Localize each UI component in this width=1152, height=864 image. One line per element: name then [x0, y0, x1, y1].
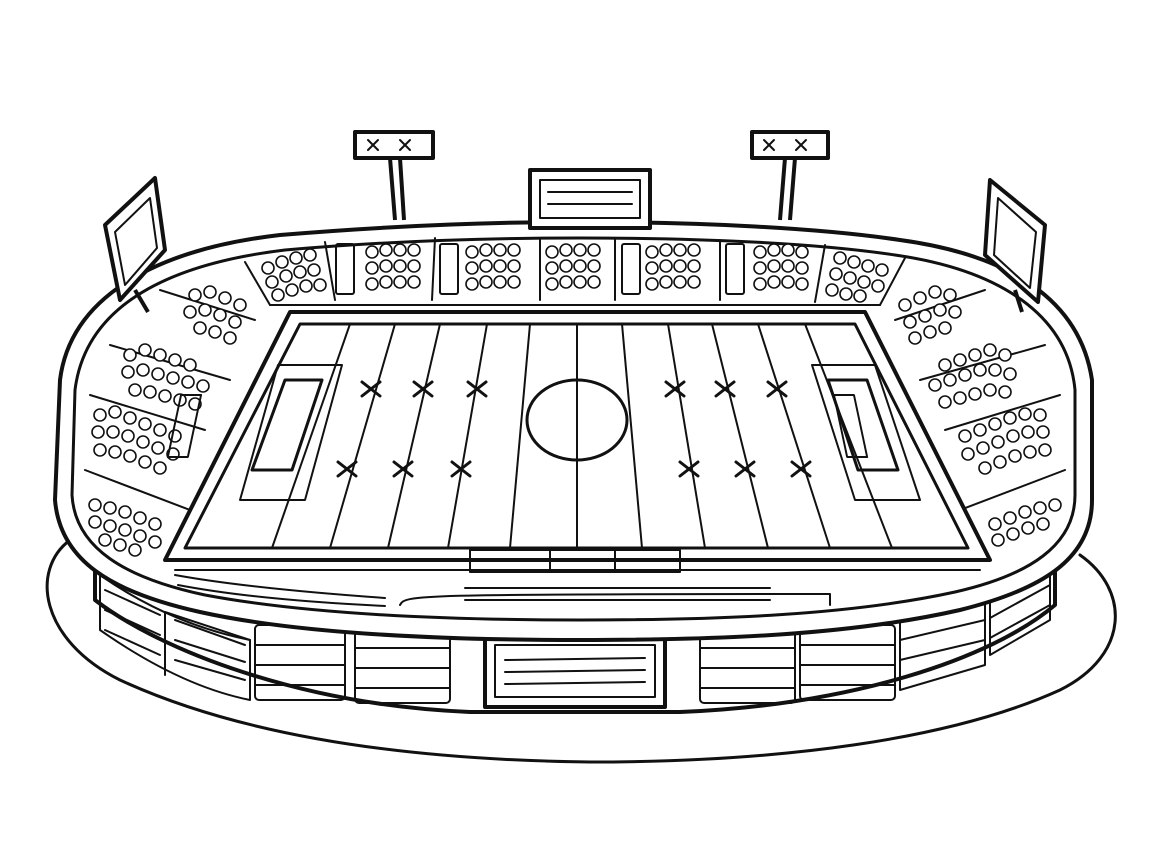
bowl-inner-rim — [70, 236, 1077, 622]
x-marker — [450, 460, 472, 478]
floodlight-left-inner — [353, 130, 435, 221]
x-marker — [392, 460, 414, 478]
x-marker — [336, 460, 358, 478]
floodlight-right-inner — [750, 130, 830, 221]
playing-field — [163, 310, 992, 573]
center-circle — [525, 378, 629, 462]
crowd-block-2 — [365, 243, 421, 291]
yard-lines — [271, 323, 893, 549]
sideline-boxes — [174, 549, 981, 573]
crowd-block-right-1 — [898, 285, 962, 345]
front-scoreboard — [483, 633, 667, 709]
crowd-block-left-1 — [183, 285, 247, 345]
field-inner-border — [183, 322, 970, 550]
stand-signs — [335, 243, 745, 295]
front-crowd-row — [174, 574, 831, 607]
crowd-block-7 — [825, 251, 889, 303]
x-marker — [360, 380, 382, 398]
crowd-block-right-2 — [928, 343, 1017, 409]
crowd-right — [898, 285, 1062, 547]
facade-panels — [99, 564, 1051, 704]
crowd-block-right-4 — [988, 498, 1062, 547]
end-zone-right — [811, 364, 921, 501]
x-marker — [734, 460, 756, 478]
crowd-block-1 — [261, 248, 327, 302]
top-scoreboard — [528, 168, 652, 230]
upper-stands — [84, 237, 1066, 511]
crowd-block-4 — [545, 243, 601, 291]
crowd-block-3 — [465, 243, 521, 291]
x-markers — [336, 380, 812, 478]
crowd-block-left-2 — [121, 343, 210, 411]
crowd-block-6 — [753, 243, 809, 291]
x-marker — [678, 460, 700, 478]
crowd-top — [261, 243, 889, 303]
ground-base — [45, 538, 1117, 764]
floodlight-left — [103, 176, 167, 314]
x-marker — [664, 380, 686, 398]
x-marker — [790, 460, 812, 478]
x-marker — [412, 380, 434, 398]
x-marker — [766, 380, 788, 398]
crowd-block-5 — [645, 243, 701, 291]
crowd-block-left-4 — [88, 498, 162, 557]
crowd-block-right-3 — [958, 407, 1052, 475]
x-marker — [466, 380, 488, 398]
x-marker — [714, 380, 736, 398]
end-zone-left — [166, 364, 343, 501]
floodlight-right — [983, 178, 1047, 313]
